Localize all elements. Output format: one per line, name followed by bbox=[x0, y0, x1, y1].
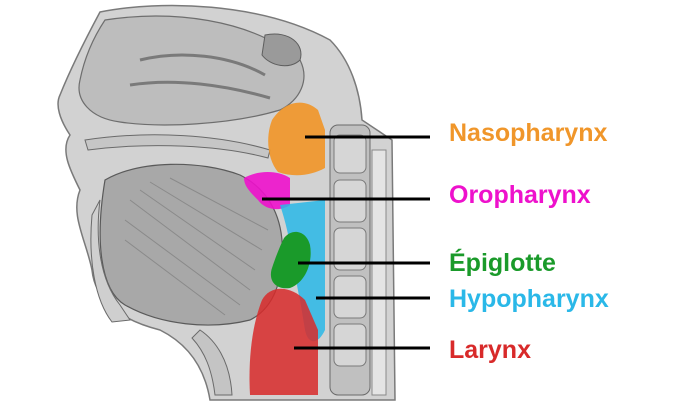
cervical-spine bbox=[329, 124, 387, 396]
sphenoid-sinus bbox=[261, 33, 302, 67]
hypopharynx-label: Hypopharynx bbox=[449, 285, 609, 313]
epiglottis-region bbox=[270, 231, 311, 289]
mandible bbox=[90, 199, 131, 323]
neck-front bbox=[191, 329, 233, 396]
nasopharynx-label: Nasopharynx bbox=[449, 119, 608, 147]
tongue-fibers bbox=[124, 177, 269, 316]
nasal-turbinate-1 bbox=[139, 53, 266, 77]
oropharynx-label: Oropharynx bbox=[449, 181, 591, 209]
epiglotte-label: Épiglotte bbox=[449, 249, 556, 277]
nasal-turbinate-2 bbox=[129, 80, 271, 100]
larynx-region bbox=[249, 288, 318, 395]
larynx-label: Larynx bbox=[449, 336, 531, 364]
nasopharynx-region bbox=[268, 102, 325, 176]
nasal-cavity bbox=[78, 15, 305, 126]
hard-palate bbox=[84, 134, 271, 159]
